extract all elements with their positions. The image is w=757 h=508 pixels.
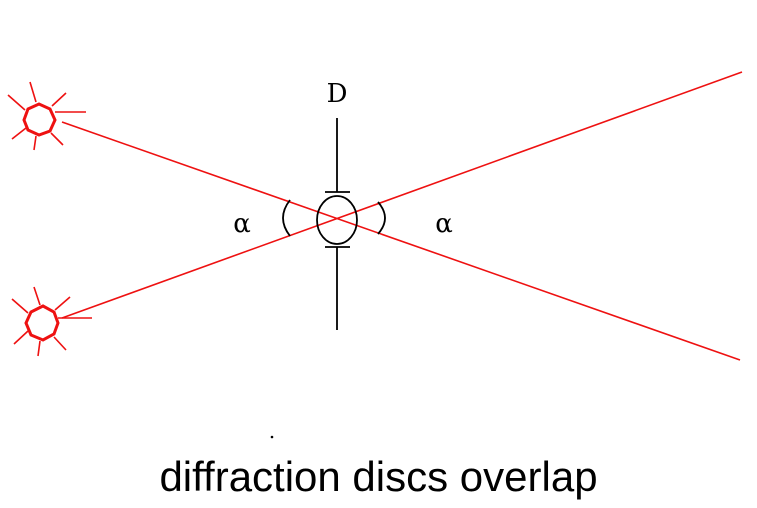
star-source-icon [7, 81, 86, 151]
angle-arc-left [282, 199, 291, 237]
light-ray-upper-source [61, 121, 741, 361]
aperture [316, 118, 358, 330]
stray-dot [270, 435, 274, 439]
angle-label-left: α [233, 209, 251, 239]
star-source-icon [11, 286, 92, 357]
angle-arc-right [377, 201, 386, 235]
caption: diffraction discs overlap [159, 453, 598, 500]
angle-label-right: α [435, 209, 453, 239]
aperture-label: D [327, 79, 348, 109]
lens-icon [316, 195, 358, 245]
light-ray-lower-source [61, 71, 743, 319]
